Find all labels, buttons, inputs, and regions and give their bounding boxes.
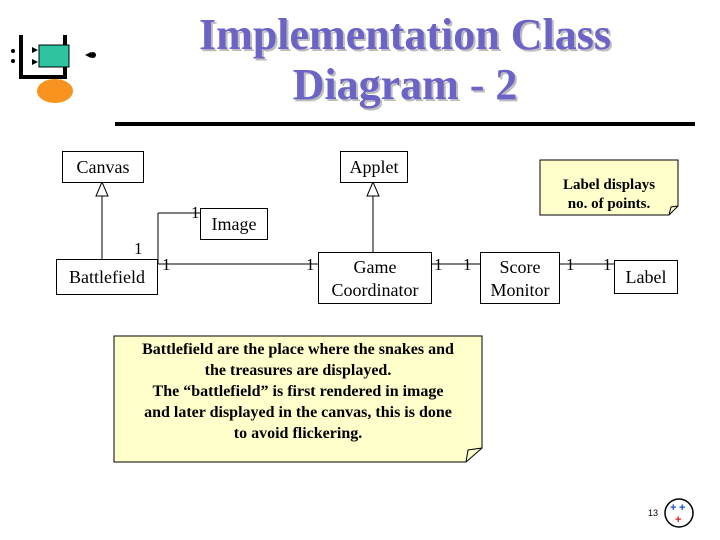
class-game-coordinator: Game Coordinator	[318, 252, 432, 304]
page-number: 13	[648, 508, 659, 518]
battlefield-note-line4: and later displayed in the canvas, this …	[144, 404, 452, 421]
svg-text:+: +	[679, 502, 685, 514]
battlefield-note-line3: The “battlefield” is first rendered in i…	[152, 383, 444, 400]
logo-icon	[11, 35, 96, 103]
battlefield-note: Battlefield are the place where the snak…	[114, 339, 482, 444]
class-score-monitor-line2: Monitor	[490, 280, 550, 300]
multiplicity-image-end: 1	[191, 203, 200, 222]
class-canvas: Canvas	[62, 151, 144, 183]
multiplicity-monitor-left: 1	[463, 255, 472, 274]
label-note: Label displays no. of points.	[540, 176, 678, 214]
class-score-monitor-line1: Score	[499, 257, 541, 277]
class-image-label: Image	[211, 214, 257, 234]
title-rule	[115, 122, 695, 126]
battlefield-note-line1: Battlefield are the place where the snak…	[142, 341, 454, 358]
title-line-2: Diagram - 2	[292, 60, 518, 109]
class-game-coordinator-line1: Game	[353, 257, 397, 277]
multiplicity-coordinator-right: 1	[434, 255, 443, 274]
class-score-monitor: Score Monitor	[480, 252, 560, 304]
class-game-coordinator-line2: Coordinator	[331, 280, 419, 300]
class-applet: Applet	[340, 151, 408, 183]
slide-title: Implementation Class Diagram - 2	[150, 10, 660, 110]
title-line-1: Implementation Class	[199, 10, 611, 59]
multiplicity-coordinator-left: 1	[306, 255, 315, 274]
class-image: Image	[200, 208, 268, 240]
class-battlefield: Battlefield	[56, 259, 158, 295]
class-label: Label	[614, 260, 678, 294]
multiplicity-battlefield-right: 1	[162, 255, 171, 274]
class-battlefield-label: Battlefield	[69, 267, 145, 287]
battlefield-note-line5: to avoid flickering.	[233, 425, 363, 442]
class-label-label: Label	[625, 267, 667, 287]
battlefield-note-line2: the treasures are displayed.	[204, 362, 392, 379]
class-applet-label: Applet	[349, 157, 399, 177]
multiplicity-label-left: 1	[603, 255, 612, 274]
course-logo-icon: + + +	[664, 498, 694, 528]
svg-text:+: +	[675, 514, 681, 526]
label-note-line1: Label displays	[562, 177, 656, 193]
multiplicity-battlefield-top: 1	[134, 239, 143, 258]
svg-text:+: +	[670, 502, 676, 514]
class-canvas-label: Canvas	[76, 157, 130, 177]
label-note-line2: no. of points.	[567, 196, 651, 212]
multiplicity-monitor-right: 1	[566, 255, 575, 274]
